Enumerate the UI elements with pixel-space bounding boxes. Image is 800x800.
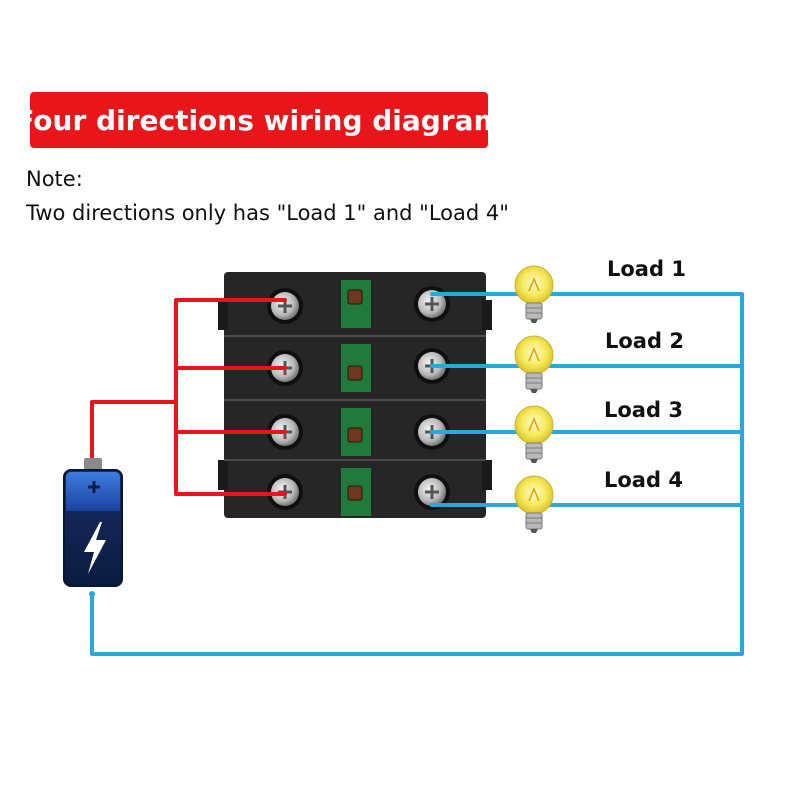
screw-terminal-icon — [414, 286, 450, 322]
lightning-bolt-icon — [84, 522, 106, 574]
positive-wiring — [90, 298, 287, 496]
diagram-title: Four directions wiring diagram — [15, 103, 503, 137]
mounting-tab — [218, 300, 228, 330]
light-bulb-icon — [514, 405, 554, 463]
contact-pin — [347, 289, 363, 305]
light-bulb-icon — [514, 265, 554, 323]
battery-icon — [63, 458, 123, 597]
light-bulb-icon — [514, 475, 554, 533]
mounting-tab — [482, 300, 492, 330]
load-label-1: Load 1 — [607, 257, 686, 281]
title-banner: Four directions wiring diagram — [15, 92, 503, 148]
contact-pin — [347, 485, 363, 501]
battery-terminal — [84, 458, 102, 470]
screw-terminal-icon — [414, 474, 450, 510]
negative-wiring — [90, 292, 744, 656]
contact-pin — [347, 365, 363, 381]
load-label-3: Load 3 — [604, 398, 683, 422]
contact-pin — [347, 427, 363, 443]
blue-wire-return — [90, 292, 744, 656]
plus-sign-icon — [88, 481, 100, 493]
mounting-tab — [218, 460, 228, 490]
load-label-2: Load 2 — [605, 329, 684, 353]
screw-terminal-icon — [267, 288, 303, 324]
mounting-tab — [482, 460, 492, 490]
note-heading: Note: — [26, 167, 83, 191]
switch-housing — [224, 272, 486, 518]
note-text: Two directions only has "Load 1" and "Lo… — [26, 201, 509, 225]
red-wire-bus — [174, 298, 287, 496]
contact-windows — [341, 280, 371, 516]
light-bulb-icon — [514, 335, 554, 393]
switch-block — [218, 272, 492, 518]
red-wire-battery — [90, 400, 178, 460]
load-label-4: Load 4 — [604, 468, 683, 492]
battery-negative-point — [89, 591, 95, 597]
